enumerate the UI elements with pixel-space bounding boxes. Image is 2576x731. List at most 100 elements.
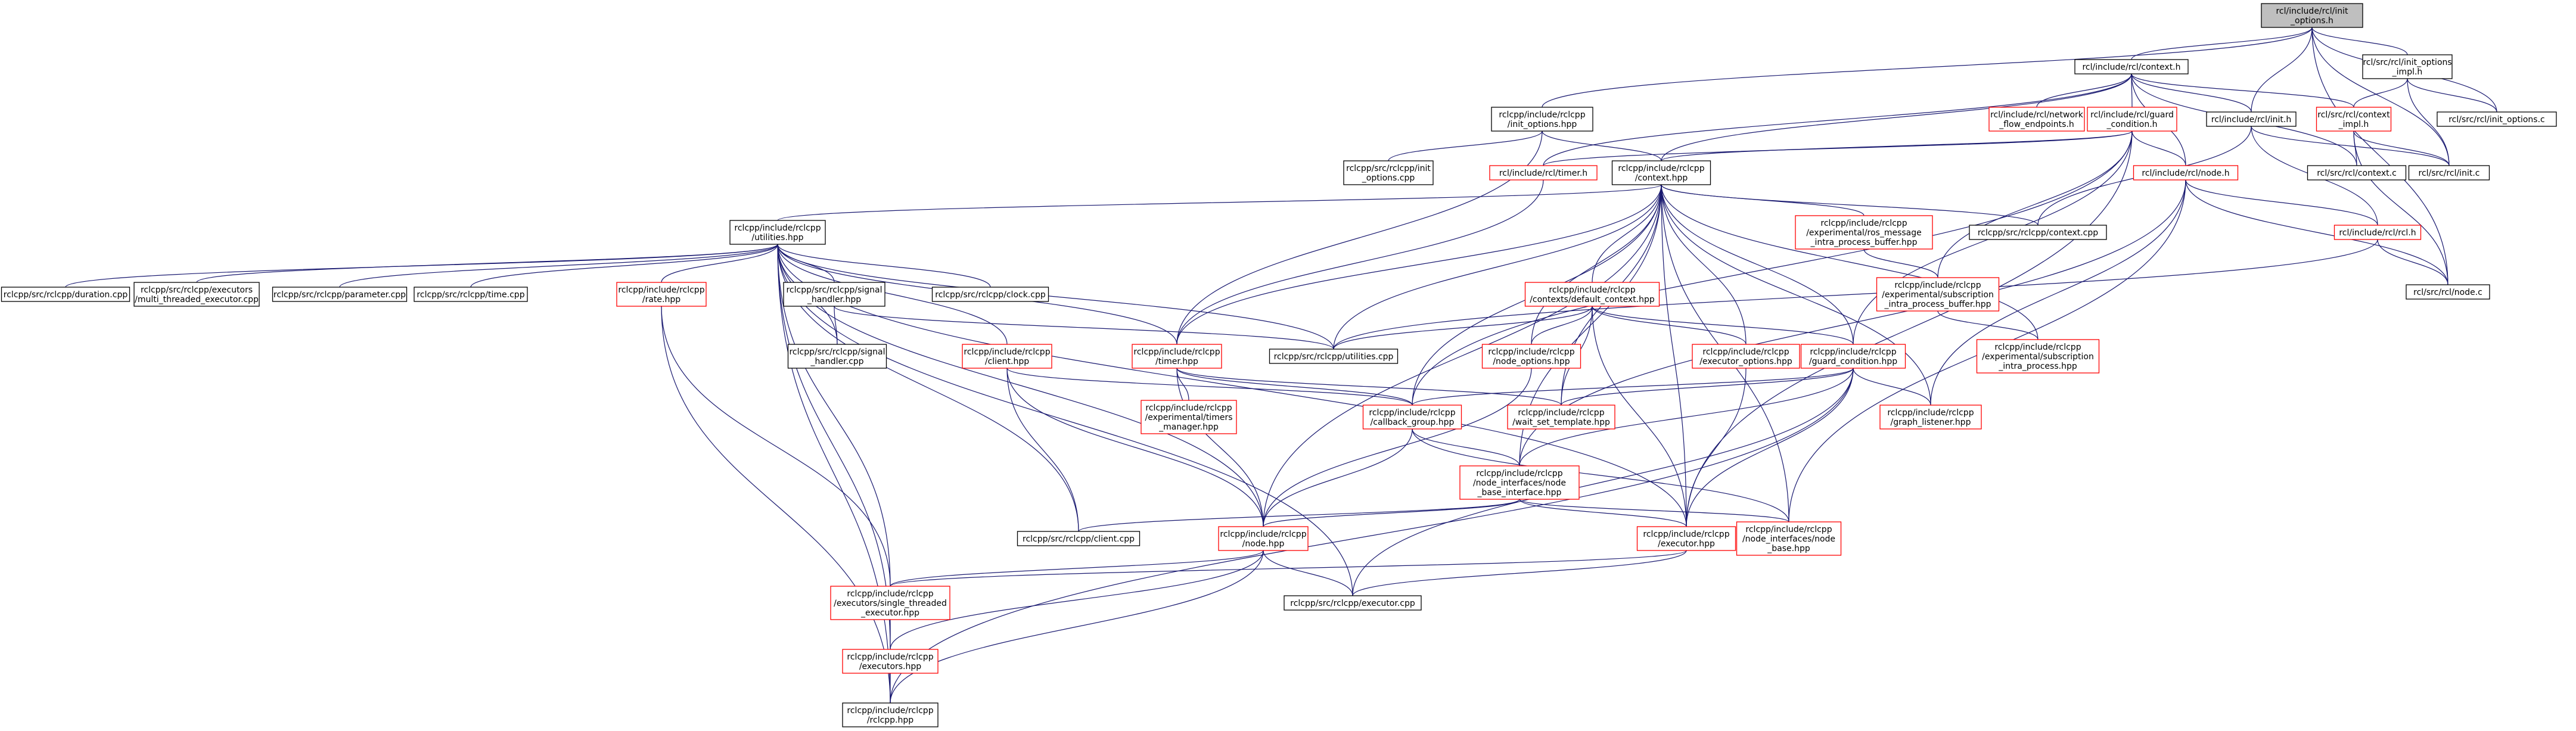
edge-rcl_context_impl-to-rcl_context_h <box>2131 74 2354 108</box>
node-rclcpp-multi-threaded[interactable]: rclcpp/src/rclcpp/executors/multi_thread… <box>133 282 260 307</box>
node-label-line: _intra_process_buffer.hpp <box>1884 300 1991 309</box>
node-rclcpp-executor-options-hpp[interactable]: rclcpp/include/rclcpp/executor_options.h… <box>1692 344 1800 369</box>
node-label-line: /experimental/ros_message <box>1806 228 1922 238</box>
node-rclcpp-time-cpp[interactable]: rclcpp/src/rclcpp/time.cpp <box>414 287 528 302</box>
edge-rclcpp_graph_listener-to-rcl_node_h <box>1930 180 2186 406</box>
node-rclcpp-subscription-intra[interactable]: rclcpp/include/rclcpp/experimental/subsc… <box>1976 339 2100 374</box>
node-rclcpp-init-options-hpp[interactable]: rclcpp/include/rclcpp/init_options.hpp <box>1491 107 1593 132</box>
edge-rclcpp_executor_cpp-to-rclcpp_node_hpp <box>1263 550 1353 596</box>
node-rclcpp-client-cpp[interactable]: rclcpp/src/rclcpp/client.cpp <box>1017 531 1141 546</box>
edge-rcl_node_c-to-rcl_rcl_h <box>2378 239 2448 285</box>
edge-rclcpp_wait_set_template-to-rclcpp_timer_hpp <box>1177 368 1562 406</box>
edge-rcl_init_h-to-rcl_context_h <box>2131 74 2252 113</box>
node-rcl-context-c[interactable]: rcl/src/rcl/context.c <box>2307 165 2407 181</box>
edge-rcl_node_c-to-rcl_context_impl <box>2354 131 2448 285</box>
node-rcl-init-h[interactable]: rcl/include/rcl/init.h <box>2206 111 2297 127</box>
node-label-line: rclcpp/include/rclcpp <box>1488 347 1574 357</box>
node-box <box>1132 344 1222 369</box>
node-rclcpp-timer-hpp[interactable]: rclcpp/include/rclcpp/timer.hpp <box>1132 344 1222 369</box>
edge-rclcpp_executor_hpp-to-rclcpp_node_base_interface <box>1520 499 1687 527</box>
edge-rclcpp_node_hpp-to-rclcpp_timer_hpp <box>1177 368 1264 527</box>
node-rclcpp-subscription-buffer[interactable]: rclcpp/include/rclcpp/experimental/subsc… <box>1876 277 2000 312</box>
node-rclcpp-clock-cpp[interactable]: rclcpp/src/rclcpp/clock.cpp <box>931 287 1049 302</box>
edge-rclcpp_default_context-to-rclcpp_context_hpp <box>1592 185 1661 283</box>
edge-rclcpp_subscription_intra-to-rclcpp_context_hpp <box>1661 185 2039 340</box>
node-rclcpp-parameter-cpp[interactable]: rclcpp/src/rclcpp/parameter.cpp <box>272 287 408 302</box>
edge-rcl_rcl_h-to-rcl_node_h <box>2186 180 2378 226</box>
node-label-line: rclcpp/src/rclcpp/parameter.cpp <box>274 290 406 300</box>
edge-rclcpp_executor_hpp-to-rclcpp_guard_condition_hpp <box>1686 368 1853 527</box>
edge-rclcpp_client_cpp-to-rclcpp_node_base_interface <box>1078 499 1520 532</box>
node-rclcpp-context-hpp[interactable]: rclcpp/include/rclcpp/context.hpp <box>1611 160 1711 185</box>
node-label-line: rclcpp/include/rclcpp <box>1894 281 1981 290</box>
node-rclcpp-duration-cpp[interactable]: rclcpp/src/rclcpp/duration.cpp <box>1 287 130 302</box>
edge-rclcpp_single_threaded-to-rclcpp_node_hpp <box>890 550 1263 587</box>
edge-rclcpp_init_options_hpp-to-root <box>1542 27 2312 108</box>
node-rclcpp-utilities-hpp[interactable]: rclcpp/include/rclcpp/utilities.hpp <box>729 220 826 245</box>
node-rcl-init-c[interactable]: rcl/src/rcl/init.c <box>2408 165 2490 181</box>
node-label-line: /node.hpp <box>1242 539 1285 549</box>
node-rclcpp-rate-hpp[interactable]: rclcpp/include/rclcpp/rate.hpp <box>616 282 707 307</box>
node-box <box>414 287 528 302</box>
node-rclcpp-init-options-cpp[interactable]: rclcpp/src/rclcpp/init_options.cpp <box>1343 160 1434 185</box>
node-rclcpp-node-base[interactable]: rclcpp/include/rclcpp/node_interfaces/no… <box>1736 521 1842 556</box>
node-rclcpp-guard-condition-hpp[interactable]: rclcpp/include/rclcpp/guard_condition.hp… <box>1800 344 1906 369</box>
node-rclcpp-timers-manager[interactable]: rclcpp/include/rclcpp/experimental/timer… <box>1141 400 1237 434</box>
node-rclcpp-signal-handler-cpp[interactable]: rclcpp/src/rclcpp/signal_handler.cpp <box>787 344 887 369</box>
node-label-line: rcl/src/rcl/context.c <box>2317 169 2397 178</box>
node-box <box>1459 465 1580 500</box>
node-rcl-init-options-c[interactable]: rcl/src/rcl/init_options.c <box>2437 111 2557 127</box>
node-rclcpp-wait-set-template[interactable]: rclcpp/include/rclcpp/wait_set_template.… <box>1507 405 1615 430</box>
node-box <box>1218 526 1309 551</box>
edge-rclcpp_single_threaded-to-rclcpp_utilities_hpp <box>778 244 891 587</box>
node-label-line: /init_options.hpp <box>1508 120 1577 129</box>
node-label-line: /experimental/subscription <box>1882 290 1994 300</box>
node-rclcpp-client-hpp[interactable]: rclcpp/include/rclcpp/client.hpp <box>962 344 1052 369</box>
node-rclcpp-context-cpp[interactable]: rclcpp/src/rclcpp/context.cpp <box>1969 225 2107 240</box>
node-rclcpp-node-base-interface[interactable]: rclcpp/include/rclcpp/node_interfaces/no… <box>1459 465 1580 500</box>
node-label-line: /rclcpp.hpp <box>867 716 913 725</box>
edge-rclcpp_executors_hpp-to-rclcpp_node_hpp <box>890 550 1263 650</box>
node-rclcpp-signal-handler-hpp[interactable]: rclcpp/src/rclcpp/signal_handler.hpp <box>783 282 885 307</box>
edge-rclcpp_context_cpp-to-rclcpp_context_hpp <box>1661 185 2039 226</box>
node-label-line: rclcpp/src/rclcpp/client.cpp <box>1023 534 1135 544</box>
node-root[interactable]: rcl/include/rcl/init_options.h <box>2261 3 2363 28</box>
node-rclcpp-executor-hpp[interactable]: rclcpp/include/rclcpp/executor.hpp <box>1636 526 1736 551</box>
node-rclcpp-rclcpp-hpp[interactable]: rclcpp/include/rclcpp/rclcpp.hpp <box>842 702 939 727</box>
edge-rclcpp_executor_cpp-to-rclcpp_executor_hpp <box>1352 550 1686 596</box>
node-rclcpp-utilities-cpp[interactable]: rclcpp/src/rclcpp/utilities.cpp <box>1269 349 1399 364</box>
node-rclcpp-node-hpp[interactable]: rclcpp/include/rclcpp/node.hpp <box>1218 526 1309 551</box>
node-rcl-context-impl[interactable]: rcl/src/rcl/context_impl.h <box>2316 107 2392 132</box>
node-label-line: rclcpp/include/rclcpp <box>1702 347 1789 357</box>
node-rclcpp-callback-group[interactable]: rclcpp/include/rclcpp/callback_group.hpp <box>1362 405 1462 430</box>
node-rcl-node-h[interactable]: rcl/include/rcl/node.h <box>2133 165 2239 181</box>
node-rcl-context-h[interactable]: rcl/include/rcl/context.h <box>2074 59 2189 74</box>
edge-rclcpp_timer_hpp-to-rcl_timer_h <box>1176 180 1543 345</box>
edge-rclcpp_rclcpp_hpp-to-rclcpp_utilities_hpp <box>778 244 891 704</box>
node-box <box>133 282 260 307</box>
node-rclcpp-graph-listener[interactable]: rclcpp/include/rclcpp/graph_listener.hpp <box>1879 405 1982 430</box>
node-rcl-guard-condition-h[interactable]: rcl/include/rcl/guard_condition.h <box>2087 107 2177 132</box>
edge-rclcpp_executor_hpp-to-rclcpp_executor_options_hpp <box>1686 368 1746 527</box>
node-rclcpp-default-context[interactable]: rclcpp/include/rclcpp/contexts/default_c… <box>1524 282 1660 307</box>
node-label-line: /node_interfaces/node <box>1473 478 1566 488</box>
node-rclcpp-executor-cpp[interactable]: rclcpp/src/rclcpp/executor.cpp <box>1284 595 1422 611</box>
node-label-line: rclcpp/src/rclcpp/utilities.cpp <box>1274 352 1394 362</box>
node-rcl-rcl-h[interactable]: rcl/include/rcl/rcl.h <box>2333 225 2422 240</box>
node-rclcpp-single-threaded[interactable]: rclcpp/include/rclcpp/executors/single_t… <box>830 586 950 620</box>
node-rcl-timer-h[interactable]: rcl/include/rcl/timer.h <box>1489 165 1598 181</box>
node-rcl-network-flow[interactable]: rcl/include/rcl/network_flow_endpoints.h <box>1988 107 2085 132</box>
edge-rclcpp_executor_options_hpp-to-rclcpp_default_context <box>1592 306 1747 345</box>
node-box <box>1736 521 1842 556</box>
edge-rcl_context_h-to-root <box>2131 27 2312 60</box>
node-rclcpp-executors-hpp[interactable]: rclcpp/include/rclcpp/executors.hpp <box>842 649 939 674</box>
node-box <box>1800 344 1906 369</box>
node-rclcpp-node-options-hpp[interactable]: rclcpp/include/rclcpp/node_options.hpp <box>1481 344 1581 369</box>
edge-rclcpp_context_hpp-to-rcl_guard_condition_h <box>1661 131 2132 161</box>
node-rcl-node-c[interactable]: rcl/src/rcl/node.c <box>2406 284 2490 300</box>
edge-rclcpp_init_options_cpp-to-rclcpp_init_options_hpp <box>1388 131 1542 161</box>
edge-rclcpp_node_base_interface-to-rclcpp_callback_group <box>1412 429 1520 466</box>
node-rcl-init-options-impl[interactable]: rcl/src/rcl/init_options_impl.h <box>2362 54 2453 79</box>
node-rclcpp-ros-message-buffer[interactable]: rclcpp/include/rclcpp/experimental/ros_m… <box>1795 215 1933 250</box>
